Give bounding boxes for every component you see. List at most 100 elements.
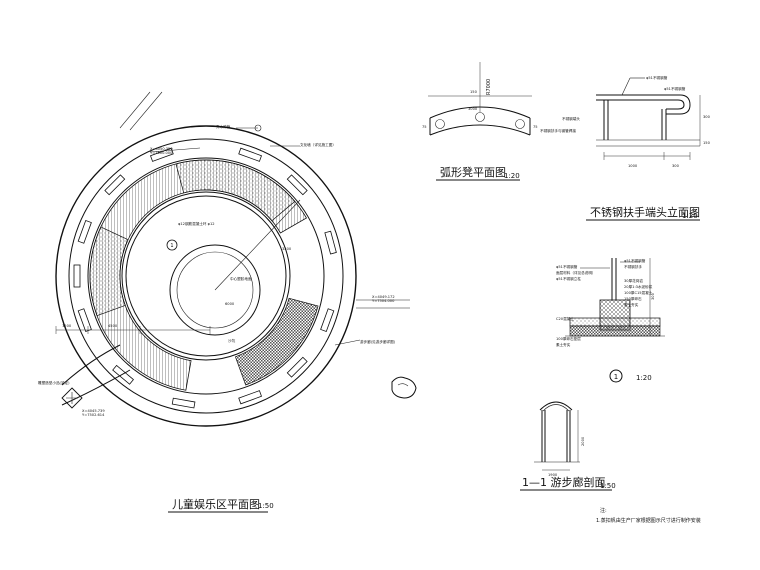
pavilion-roof	[539, 401, 573, 411]
bench-scale: 1:20	[504, 172, 520, 180]
plan-benches	[73, 147, 337, 409]
plan-inner-lawn	[121, 191, 291, 361]
handrail-label-3: 不锈钢端头	[562, 116, 580, 121]
bench-seat-2	[475, 112, 485, 122]
pavilion-dim-w: 1900	[548, 473, 558, 477]
detail-r2: 不锈钢扶手	[624, 264, 642, 269]
plan-bench-9	[238, 390, 262, 405]
plan-north-line	[129, 91, 163, 131]
bench-radius-label: R7000	[486, 79, 492, 95]
plan-bench-1	[77, 220, 92, 244]
plan-radius-line	[214, 199, 301, 291]
handrail-dim-b: 300	[672, 164, 680, 168]
detail-dim-v: 300	[651, 292, 655, 300]
handrail-label-4: 不锈钢扶手与钢管焊接	[540, 128, 576, 133]
detail-paving	[569, 317, 661, 327]
plan-section-marker-label: 1	[170, 243, 173, 249]
sculpture-feature	[61, 387, 83, 409]
plan-dim-6000: 6000	[225, 302, 235, 306]
plan-section-marker	[166, 239, 178, 251]
notes-title: 注:	[600, 507, 607, 514]
handrail-label-1: φ51不锈钢管	[646, 75, 668, 80]
detail-l4: C20混凝土	[556, 316, 574, 321]
plan-center-ring	[169, 244, 261, 336]
detail-l2: 面层材料（详见总说明）	[556, 270, 596, 275]
plan-crosshatch-zone	[234, 297, 319, 386]
plan-outer-ring	[55, 125, 357, 427]
plan-left-dotted-zone	[89, 226, 129, 317]
handrail-label-2: φ51不锈钢管	[664, 86, 686, 91]
detail-r4: 20厚1:3水泥砂浆	[624, 284, 653, 289]
plan-dim-1200: 1200	[62, 324, 72, 328]
bench-inner-arc	[429, 124, 531, 136]
plan-scale: 1:50	[258, 502, 274, 510]
handrail-drawing: φ51不锈钢管 φ51不锈钢管 不锈钢端头 不锈钢扶手与钢管焊接 1000 30…	[540, 75, 711, 221]
plan-label-tree: 乔木种植	[216, 124, 231, 129]
bench-dim-right: 75	[533, 125, 538, 129]
handrail-dim-c: 300	[703, 115, 711, 119]
detail-r7: 素土夯实	[624, 302, 639, 307]
detail-marker-circle	[609, 369, 623, 383]
plan-leader-right	[334, 339, 361, 346]
bench-dim-mid: 3000	[468, 107, 478, 111]
rock-detail	[397, 383, 409, 387]
plan-leader-coord-a	[149, 147, 201, 153]
plan-bench-5	[286, 174, 308, 196]
detail-l3: φ51不锈钢立柱	[556, 276, 581, 281]
plan-label-center: 中心塑胶地面	[230, 276, 252, 281]
plan-north-symbol	[254, 124, 262, 132]
notes-block: 注: 1.蒸扣帆由生产厂家根据图示尺寸进行制作安装	[596, 507, 701, 524]
plan-bench-11	[112, 364, 134, 385]
handrail-title: 不锈钢扶手端头立面图	[590, 205, 700, 219]
detail-drawing: 300 φ51不锈钢管 面层材料（详见总说明） φ51不锈钢立柱 C20混凝土 …	[556, 258, 665, 383]
plan-bench-8	[286, 356, 308, 378]
detail-marker: 1	[614, 373, 618, 381]
detail-r3: 30厚花岗岩	[624, 278, 643, 283]
detail-l1: φ51不锈钢管	[556, 264, 578, 269]
plan-center-inner	[176, 251, 254, 329]
handrail-scale: 1:20	[682, 212, 698, 220]
plan-dotted-zone	[175, 159, 296, 222]
detail-l5: 100厚碎石垫层	[556, 336, 581, 341]
bench-dim-top: 150	[470, 90, 478, 94]
plan-north-line-2	[119, 91, 151, 129]
plan-bench-4	[238, 147, 262, 162]
plan-inner-edge	[125, 195, 287, 357]
plan-bench-7	[320, 308, 335, 332]
plan-path-ring	[68, 138, 344, 414]
plan-label-top-right: 文化墙（详见施工图）	[300, 142, 336, 147]
bench-title: 弧形凳平面图	[440, 165, 506, 179]
notes-line1: 1.蒸扣帆由生产厂家根据图示尺寸进行制作安装	[596, 517, 701, 524]
detail-r5: 100厚C15混凝土	[624, 290, 653, 295]
plan-dim-4500: 4500	[108, 324, 118, 328]
pavilion-scale: 1:50	[600, 482, 616, 490]
handrail-top-pipe-inner	[596, 99, 685, 110]
plan-bench-12	[77, 308, 92, 332]
plan-entrance-edge-1	[61, 344, 121, 386]
plan-label-right: 游步廊(见游步廊详图)	[360, 339, 396, 344]
plan-bench-10	[171, 397, 196, 409]
plan-bench-3	[150, 147, 174, 162]
detail-r6: 150厚碎石	[624, 296, 642, 301]
pavilion-drawing: 1900 2000 1—1 游步廊剖面 1:50	[520, 401, 616, 491]
plan-label-sand: 沙坑	[228, 338, 236, 343]
plan-bench-6	[324, 230, 337, 255]
plan-entrance-edge-2	[61, 369, 131, 406]
plan-title: 儿童娱乐区平面图	[172, 497, 260, 511]
detail-r1: φ51不锈钢管	[624, 258, 646, 263]
bench-dim-left: 75	[422, 125, 427, 129]
handrail-dim-d: 150	[703, 141, 711, 145]
detail-scale: 1:20	[636, 374, 652, 382]
plan-planting-outer	[87, 157, 325, 395]
handrail-dim-a: 1000	[628, 164, 638, 168]
bench-seat-1	[435, 119, 445, 129]
plan-feature-label: 雕塑造型小品(另定)	[38, 380, 70, 385]
bench-drawing: R7000 150 3000 75 75 弧形凳平面图 1:20	[422, 62, 538, 181]
plan-bench-13	[73, 264, 81, 288]
pavilion-dim-h: 2000	[581, 436, 585, 446]
